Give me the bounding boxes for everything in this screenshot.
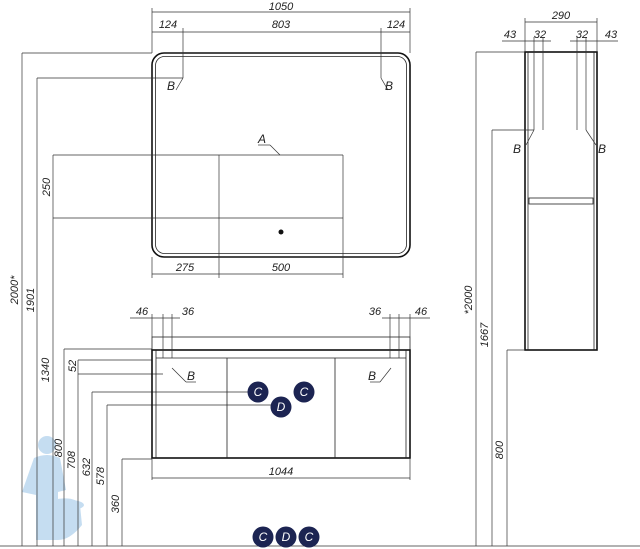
dim-mirror-bottom-left: 275 [175, 262, 195, 274]
dim-column-1667: 1667 [479, 322, 491, 347]
label-b-column-left: B [513, 142, 521, 156]
dim-vanity-right-outer: 46 [415, 306, 428, 318]
svg-text:C: C [254, 385, 263, 399]
dim-height-800: 800 [53, 438, 65, 457]
badge-d: D [270, 396, 292, 418]
label-b-vanity-right: B [368, 369, 376, 383]
dim-height-2000: 2000* [9, 275, 21, 305]
dim-column-d4: 43 [605, 29, 618, 41]
label-b-mirror-right: B [385, 79, 393, 93]
label-b-mirror-left: B [167, 79, 175, 93]
dim-column-width: 290 [551, 10, 571, 22]
dim-mirror-left-offset: 124 [159, 19, 177, 31]
tall-column-cabinet [524, 51, 598, 351]
vanity-cabinet [151, 336, 411, 459]
connection-badges-floor: C D C [252, 526, 320, 548]
badge-c-left: C [252, 526, 274, 548]
dim-vanity-right-inner: 36 [369, 306, 382, 318]
dim-height-1340: 1340 [40, 357, 52, 382]
connection-badges-vanity: C D C [247, 381, 315, 418]
dim-column-d1: 43 [504, 29, 517, 41]
dim-height-632: 632 [81, 458, 93, 476]
svg-text:D: D [282, 530, 291, 544]
dim-height-578: 578 [95, 466, 107, 485]
svg-text:C: C [259, 530, 268, 544]
dim-column-d2: 32 [534, 29, 546, 41]
dim-mirror-width: 1050 [269, 1, 294, 13]
dim-height-360: 360 [110, 494, 122, 513]
svg-text:C: C [305, 530, 314, 544]
badge-c-right: C [298, 526, 320, 548]
dim-height-1901: 1901 [25, 288, 37, 312]
dim-box-height: 250 [41, 177, 53, 197]
plumber-figure [22, 436, 84, 540]
badge-d: D [275, 526, 297, 548]
dim-mirror-center-span: 803 [272, 19, 291, 31]
svg-text:C: C [300, 385, 309, 399]
dim-vanity-left-inner: 36 [182, 306, 195, 318]
label-b-column-right: B [598, 142, 606, 156]
dim-vanity-width: 1044 [269, 466, 293, 478]
dim-mirror-bottom-center: 500 [272, 262, 291, 274]
label-a: A [257, 132, 266, 146]
badge-c-right: C [293, 381, 315, 403]
lighting-zone-a [53, 144, 344, 278]
dim-column-2000: *2000 [463, 285, 475, 315]
dim-vanity-left-outer: 46 [136, 306, 149, 318]
dim-column-800: 800 [494, 440, 506, 459]
dim-mirror-right-offset: 124 [387, 19, 405, 31]
label-b-vanity-left: B [187, 369, 195, 383]
touch-sensor-icon [278, 229, 284, 235]
badge-c-left: C [247, 381, 269, 403]
dim-height-52: 52 [67, 360, 79, 372]
dim-column-d3: 32 [576, 29, 588, 41]
svg-text:D: D [277, 400, 286, 414]
dim-height-708: 708 [66, 450, 78, 469]
